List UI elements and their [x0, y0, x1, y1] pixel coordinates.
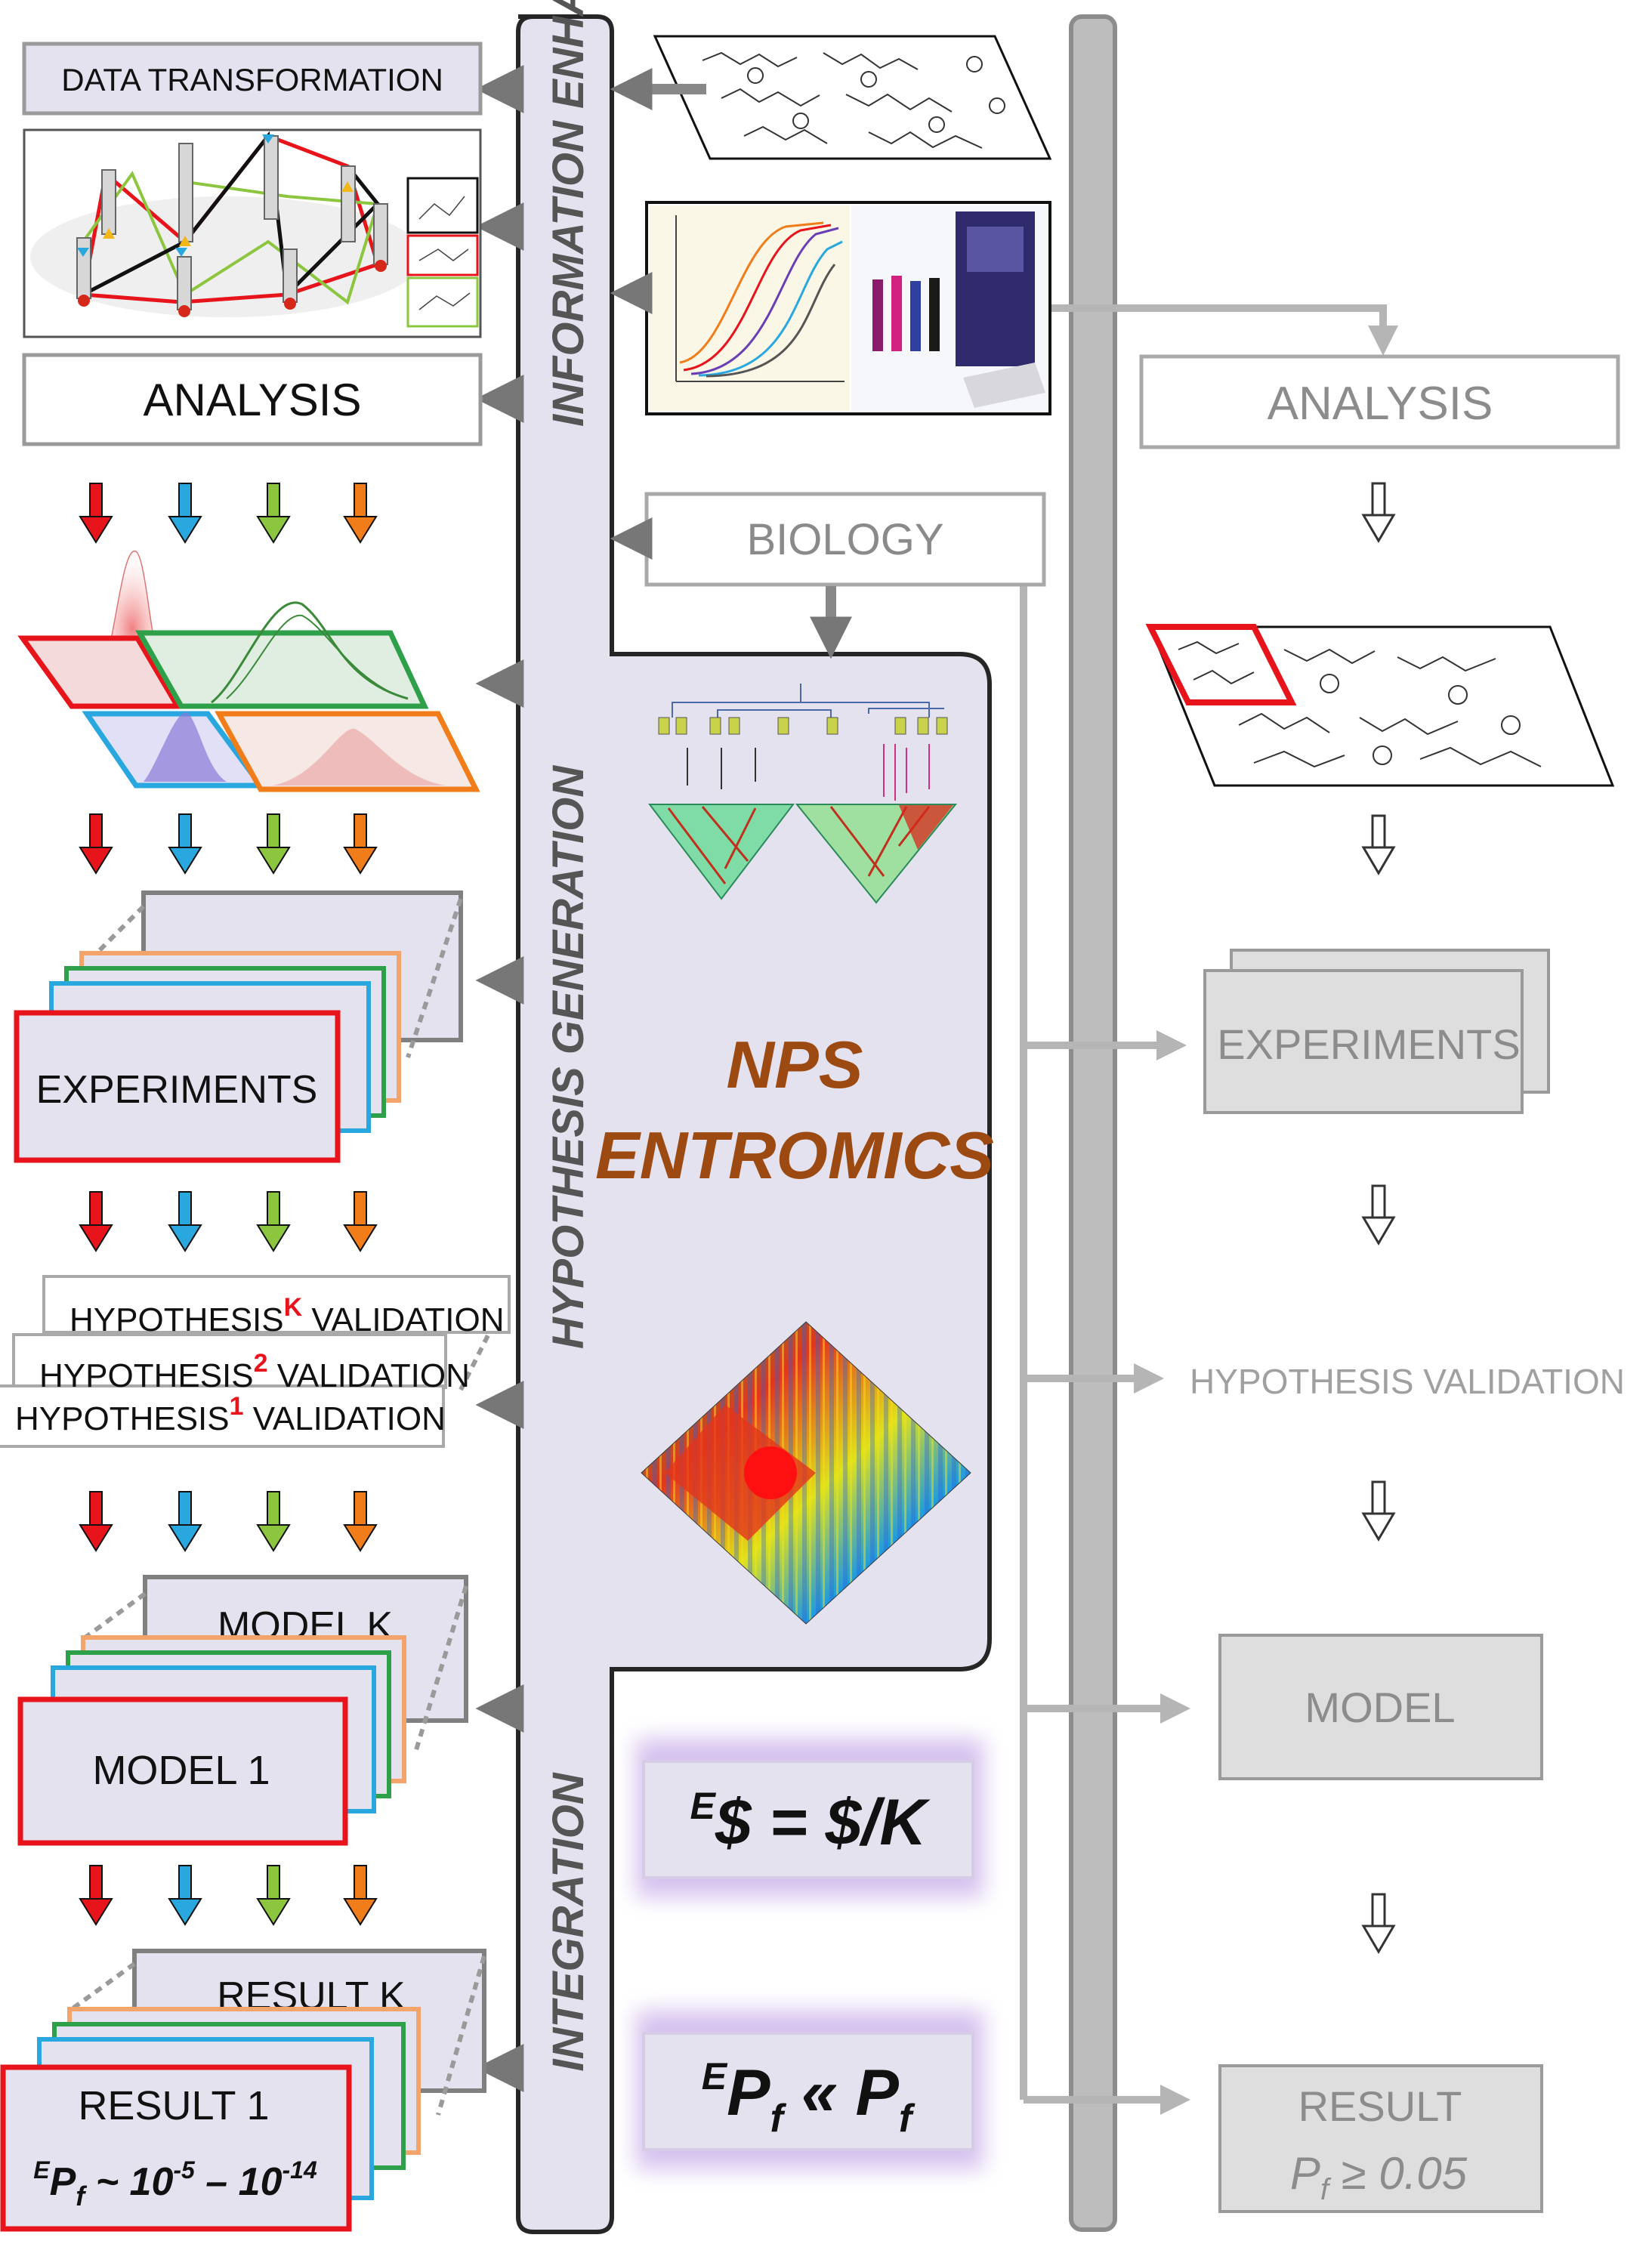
- right-model-box: [1218, 1634, 1543, 1780]
- chemical-structures-sheet: [653, 35, 1052, 160]
- left-analysis-label: ANALYSIS: [143, 375, 361, 425]
- color-arrow-rows: [79, 483, 378, 1926]
- svg-text:EPf « Pf: EPf « Pf: [702, 2055, 916, 2141]
- bar-to-left-arrows: [475, 65, 524, 2092]
- network-graph: [23, 128, 482, 338]
- result-1-formula: EPf ~ 10-5 – 10-14: [33, 2156, 317, 2212]
- bar-label-hypothesis-generation: HYPOTHESIS GENERATION: [544, 765, 593, 1349]
- hypothesis-k-label: HYPOTHESISK VALIDATION: [69, 1293, 505, 1338]
- distribution-tiles: [17, 551, 480, 792]
- formula-prob-sup: E: [702, 2055, 728, 2097]
- right-hypothesis-validation-label: HYPOTHESIS VALIDATION: [1190, 1362, 1625, 1401]
- right-vertical-bar: [1069, 14, 1117, 2232]
- formula-prob-sub2: f: [899, 2097, 916, 2141]
- left-analysis-box: [22, 353, 483, 446]
- hypothesis-1-card-fill: [0, 1387, 442, 1445]
- right-connectors: [1020, 304, 1398, 2115]
- right-hollow-arrows: [1361, 482, 1396, 1954]
- genetic-tree-figure: [647, 684, 958, 904]
- right-analysis-label: ANALYSIS: [1268, 378, 1493, 430]
- arrow-orange: [343, 483, 378, 544]
- right-structures-sheet: [1145, 624, 1615, 787]
- title-entromics: ENTROMICS: [595, 1118, 994, 1193]
- arrow-red: [79, 483, 113, 544]
- models-stack-front: [17, 1635, 406, 1846]
- formula-cost-sup: E: [690, 1785, 716, 1827]
- right-experiments-box: [1203, 969, 1524, 1114]
- title-nps: NPS: [727, 1027, 863, 1102]
- model-1-label: MODEL 1: [92, 1748, 270, 1793]
- right-model-label: MODEL: [1305, 1684, 1455, 1731]
- input-arrows: [610, 68, 706, 560]
- center-process-panel: [516, 14, 992, 2234]
- hypothesis-1-sup: 1: [230, 1392, 244, 1421]
- hypothesis-2-sup: 2: [254, 1349, 268, 1378]
- arrow-green: [256, 483, 291, 544]
- formula-cost-box: E$ = $/K: [636, 1739, 983, 1897]
- bar-label-information-enhancement: INFORMATION ENHANCEMENT: [544, 0, 593, 427]
- left-experiments-label: EXPERIMENTS: [36, 1068, 318, 1112]
- svg-text:E$ = $/K: E$ = $/K: [690, 1785, 931, 1859]
- right-result-label: RESULT: [1298, 2082, 1462, 2130]
- result-1-label: RESULT 1: [78, 2083, 269, 2128]
- biology-label: BIOLOGY: [746, 515, 943, 564]
- right-result-box: [1218, 2064, 1543, 2213]
- formula-cost-text: $ = $/K: [715, 1786, 931, 1859]
- formula-prob-sub1: f: [770, 2097, 787, 2141]
- results-stack-front: [0, 2007, 421, 2232]
- right-result-formula: Pf ≥ 0.05: [1290, 2148, 1468, 2206]
- hypothesis-1-label: HYPOTHESIS1 VALIDATION: [15, 1392, 446, 1437]
- correlation-heatmap: [641, 1321, 971, 1625]
- arrow-blue: [168, 483, 202, 544]
- assay-figure: [645, 201, 1051, 415]
- formula-prob-p1: P: [727, 2057, 770, 2129]
- formula-prob-p2: P: [855, 2057, 899, 2129]
- right-experiments-label: EXPERIMENTS: [1217, 1020, 1520, 1068]
- experiments-stack: [14, 891, 463, 1163]
- formula-probability-box: EPf « Pf: [636, 2011, 983, 2169]
- biology-box: [644, 492, 1046, 587]
- data-transformation-box: [22, 42, 483, 116]
- right-analysis-box: [1139, 354, 1620, 449]
- hypothesis-k-sup: K: [284, 1293, 303, 1322]
- bar-label-integration: INTEGRATION: [544, 1772, 593, 2071]
- formula-prob-mid: «: [783, 2057, 856, 2129]
- data-transformation-label: DATA TRANSFORMATION: [61, 62, 443, 97]
